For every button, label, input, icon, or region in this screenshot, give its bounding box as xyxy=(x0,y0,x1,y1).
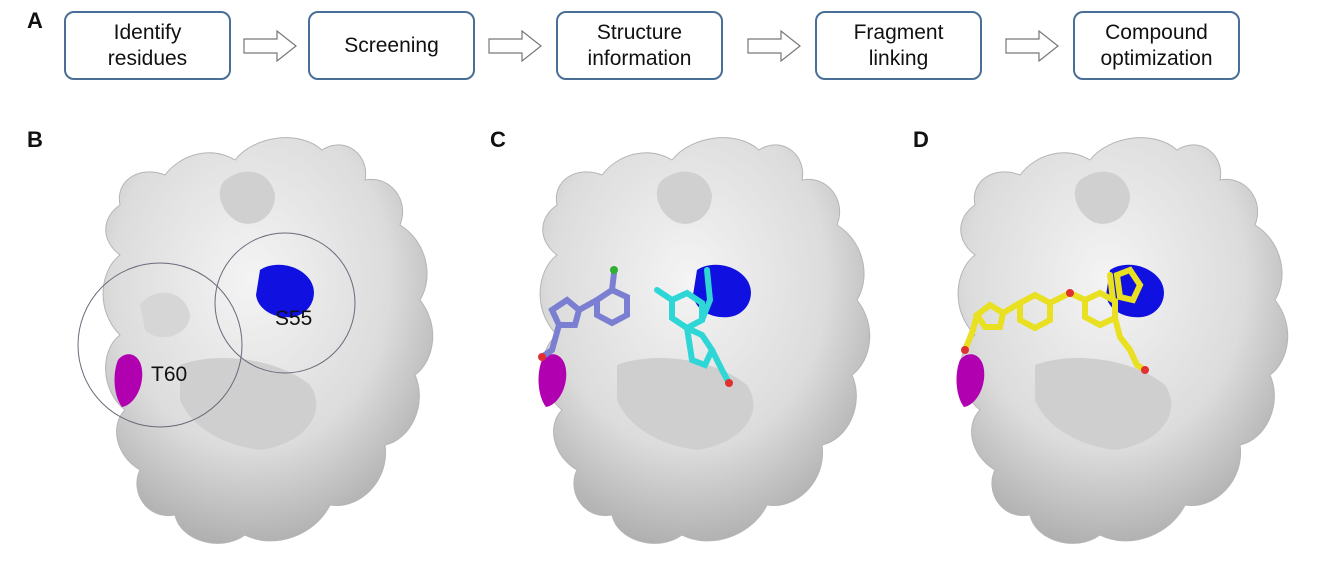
surface-bump xyxy=(656,171,712,224)
surface-bump xyxy=(1074,171,1130,224)
oxygen-atom xyxy=(538,353,546,361)
fragment-1-sticks xyxy=(539,270,630,360)
flow-arrow-icon xyxy=(243,30,297,62)
flow-step-compound-optimization: Compound optimization xyxy=(1073,11,1240,80)
surface-bump xyxy=(219,171,275,224)
flow-step-structure-information: Structure information xyxy=(556,11,723,80)
oxygen-atom xyxy=(1141,366,1149,374)
protein-surface-panel-b: S55 T60 xyxy=(77,137,434,544)
flow-step-label: Compound optimization xyxy=(1100,20,1213,70)
protein-surface-shape xyxy=(102,137,434,544)
s55-patch xyxy=(256,264,314,318)
binding-site-circle-t60 xyxy=(77,262,243,428)
flow-arrow-icon xyxy=(747,30,801,62)
flow-step-screening: Screening xyxy=(308,11,475,80)
panel-label-c: C xyxy=(490,127,506,152)
protein-surface-panel-d xyxy=(956,137,1289,544)
oxygen-atom xyxy=(1066,289,1074,297)
flow-step-fragment-linking: Fragment linking xyxy=(815,11,982,80)
flow-step-label: Screening xyxy=(344,33,439,57)
binding-site-circle-s55 xyxy=(214,232,356,374)
residue-label-t60: T60 xyxy=(151,363,187,386)
flow-step-label: Identify residues xyxy=(107,20,188,70)
surface-bump xyxy=(180,357,317,450)
flow-arrow-icon xyxy=(1005,30,1059,62)
panel-label-a: A xyxy=(27,8,43,33)
protein-surface-panel-c xyxy=(538,137,871,544)
flow-arrow-icon xyxy=(488,30,542,62)
t60-patch xyxy=(114,354,143,407)
flow-step-label: Fragment linking xyxy=(853,20,944,70)
t60-patch xyxy=(538,354,567,407)
t60-patch xyxy=(956,354,985,407)
panel-label-d: D xyxy=(913,127,929,152)
flow-step-identify-residues: Identify residues xyxy=(64,11,231,80)
surface-bump xyxy=(140,292,190,338)
surface-bump xyxy=(1035,357,1172,450)
residue-label-s55: S55 xyxy=(275,307,312,330)
oxygen-atom xyxy=(725,379,733,387)
chlorine-atom xyxy=(610,266,618,274)
fragment-2-sticks xyxy=(654,267,732,386)
panel-label-b: B xyxy=(27,127,43,152)
surface-bump xyxy=(617,357,754,450)
flow-step-label: Structure information xyxy=(587,20,692,70)
oxygen-atom xyxy=(961,346,969,354)
